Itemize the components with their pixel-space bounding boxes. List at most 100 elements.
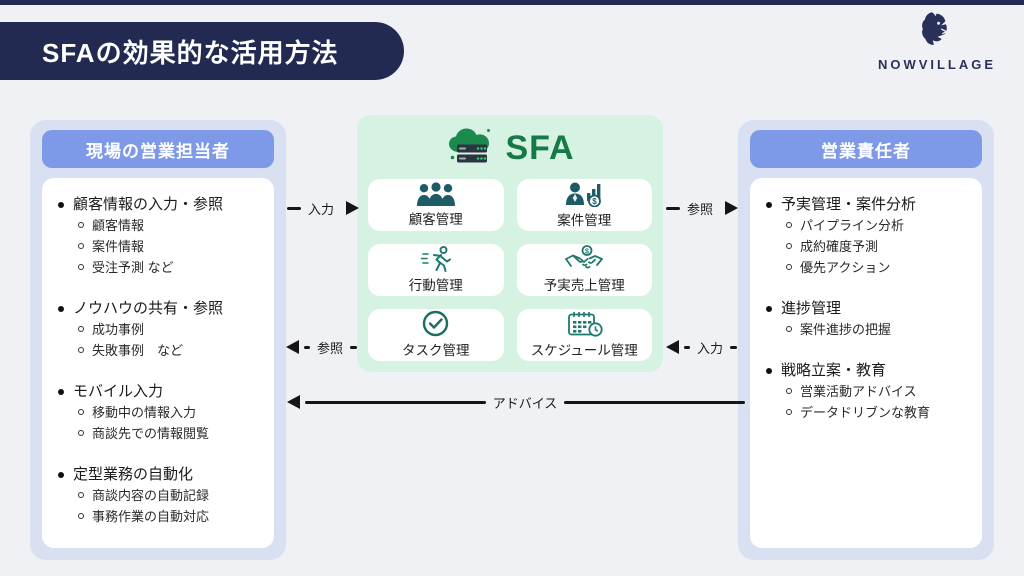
bullet-dot [58, 472, 64, 478]
arrow-line [666, 206, 680, 210]
list-group: 戦略立案・教育 営業活動アドバイス データドリブンな教育 [764, 360, 972, 423]
list-item: ノウハウの共有・参照 [56, 298, 264, 319]
people-icon [414, 182, 458, 206]
list-subitem: データドリブンな教育 [764, 402, 972, 423]
lion-icon [872, 8, 1002, 55]
card-activity-management: 行動管理 [368, 244, 504, 296]
list-item-label: 進捗管理 [781, 300, 842, 317]
card-label: スケジュール管理 [530, 343, 638, 358]
list-subitem: 顧客情報 [56, 215, 264, 236]
arrow-label: アドバイス [492, 395, 558, 411]
list-item-label: 顧客情報の入力・参照 [73, 196, 224, 213]
arrow-line [684, 345, 690, 349]
card-label: 顧客管理 [408, 212, 463, 227]
list-group: 進捗管理 案件進捗の把握 [764, 298, 972, 340]
list-item: 戦略立案・教育 [764, 360, 972, 381]
list-subitem: 失敗事例 など [56, 340, 264, 361]
arrow-reference-center-to-left: 参照 [286, 336, 357, 358]
list-item: モバイル入力 [56, 381, 264, 402]
arrow-input-right-to-center: 入力 [666, 336, 737, 358]
arrow-line [304, 345, 310, 349]
list-item: 定型業務の自動化 [56, 464, 264, 485]
list-subitem-label: 商談先での情報閲覧 [92, 426, 210, 441]
bullet-ring [78, 264, 84, 270]
list-subitem-label: 成功事例 [92, 322, 145, 337]
brand-logo: NOWVILLAGE [872, 8, 1002, 72]
arrowhead-right-icon [725, 201, 739, 215]
list-subitem-label: 優先アクション [800, 260, 891, 275]
bullet-ring [786, 388, 792, 394]
arrowhead-left-icon [286, 340, 299, 354]
svg-text:$: $ [585, 248, 589, 255]
sfa-card-grid: 顧客管理 $ [368, 179, 652, 361]
list-subitem: 案件情報 [56, 236, 264, 257]
list-group: 予実管理・案件分析 パイプライン分析 成約確度予測 優先アクション [764, 194, 972, 278]
arrow-label: 入力 [697, 340, 724, 356]
card-label: タスク管理 [402, 343, 470, 358]
arrow-line [305, 400, 486, 404]
bullet-ring [78, 243, 84, 249]
arrow-line [730, 345, 737, 349]
list-subitem-label: 事務作業の自動対応 [92, 509, 210, 524]
card-label: 行動管理 [408, 278, 463, 293]
list-subitem: 案件進捗の把握 [764, 319, 972, 340]
bullet-ring [78, 409, 84, 415]
panel-field-sales-title: 現場の営業担当者 [42, 130, 274, 168]
list-item-label: モバイル入力 [73, 383, 164, 400]
calendar-clock-icon [564, 311, 604, 337]
person-chart-coin-icon: $ [563, 181, 605, 207]
list-group: モバイル入力 移動中の情報入力 商談先での情報閲覧 [56, 381, 264, 444]
list-subitem-label: 案件情報 [92, 239, 145, 254]
card-label: 案件管理 [557, 213, 612, 228]
card-forecast-sales-management: $ 予実売上管理 [516, 244, 652, 296]
list-subitem-label: 案件進捗の把握 [800, 322, 892, 337]
list-item-label: 定型業務の自動化 [73, 466, 194, 483]
running-icon [419, 246, 453, 272]
list-subitem: 営業活動アドバイス [764, 381, 972, 402]
list-subitem-label: 受注予測 など [92, 260, 174, 275]
card-customer-management: 顧客管理 [368, 179, 504, 231]
top-accent-strip [0, 0, 1024, 5]
arrow-reference-center-to-right: 参照 [666, 197, 739, 219]
list-item-label: 戦略立案・教育 [781, 362, 887, 379]
list-subitem-label: データドリブンな教育 [800, 405, 931, 420]
list-subitem: 受注予測 など [56, 257, 264, 278]
panel-field-sales: 現場の営業担当者 顧客情報の入力・参照 顧客情報 案件情報 受注予測 など ノウ… [30, 120, 286, 560]
card-task-management: タスク管理 [368, 309, 504, 361]
list-group: 定型業務の自動化 商談内容の自動記録 事務作業の自動対応 [56, 464, 264, 527]
arrowhead-right-icon [346, 201, 360, 215]
bullet-ring [78, 430, 84, 436]
svg-text:$: $ [593, 197, 598, 206]
title-banner: SFAの効果的な活用方法 [0, 22, 404, 80]
list-subitem-label: 顧客情報 [92, 218, 145, 233]
bullet-ring [786, 264, 792, 270]
card-label: 予実売上管理 [543, 278, 625, 293]
bullet-dot [58, 389, 64, 395]
list-item: 顧客情報の入力・参照 [56, 194, 264, 215]
list-item: 進捗管理 [764, 298, 972, 319]
bullet-ring [78, 347, 84, 353]
arrow-label: 入力 [308, 201, 335, 217]
list-group: 顧客情報の入力・参照 顧客情報 案件情報 受注予測 など [56, 194, 264, 278]
list-subitem: パイプライン分析 [764, 215, 972, 236]
check-circle-icon [422, 310, 449, 337]
list-subitem: 成功事例 [56, 319, 264, 340]
bullet-dot [58, 202, 64, 208]
arrowhead-left-icon [287, 395, 300, 409]
list-subitem: 成約確度予測 [764, 236, 972, 257]
panel-field-sales-body: 顧客情報の入力・参照 顧客情報 案件情報 受注予測 など ノウハウの共有・参照 … [42, 178, 274, 548]
panel-sales-manager-title: 営業責任者 [750, 130, 982, 168]
panel-sfa: SFA 顧客管理 [357, 115, 663, 372]
brand-name: NOWVILLAGE [877, 57, 997, 72]
bullet-ring [78, 222, 84, 228]
list-item: 予実管理・案件分析 [764, 194, 972, 215]
list-subitem-label: 失敗事例 など [92, 343, 184, 358]
bullet-dot [766, 202, 772, 208]
panel-sales-manager: 営業責任者 予実管理・案件分析 パイプライン分析 成約確度予測 優先アクション … [738, 120, 994, 560]
sfa-header: SFA [368, 123, 652, 173]
bullet-ring [78, 326, 84, 332]
arrow-label: 参照 [687, 201, 714, 217]
arrow-line [564, 400, 745, 404]
list-subitem-label: 成約確度予測 [800, 239, 879, 254]
sfa-title: SFA [505, 128, 575, 167]
